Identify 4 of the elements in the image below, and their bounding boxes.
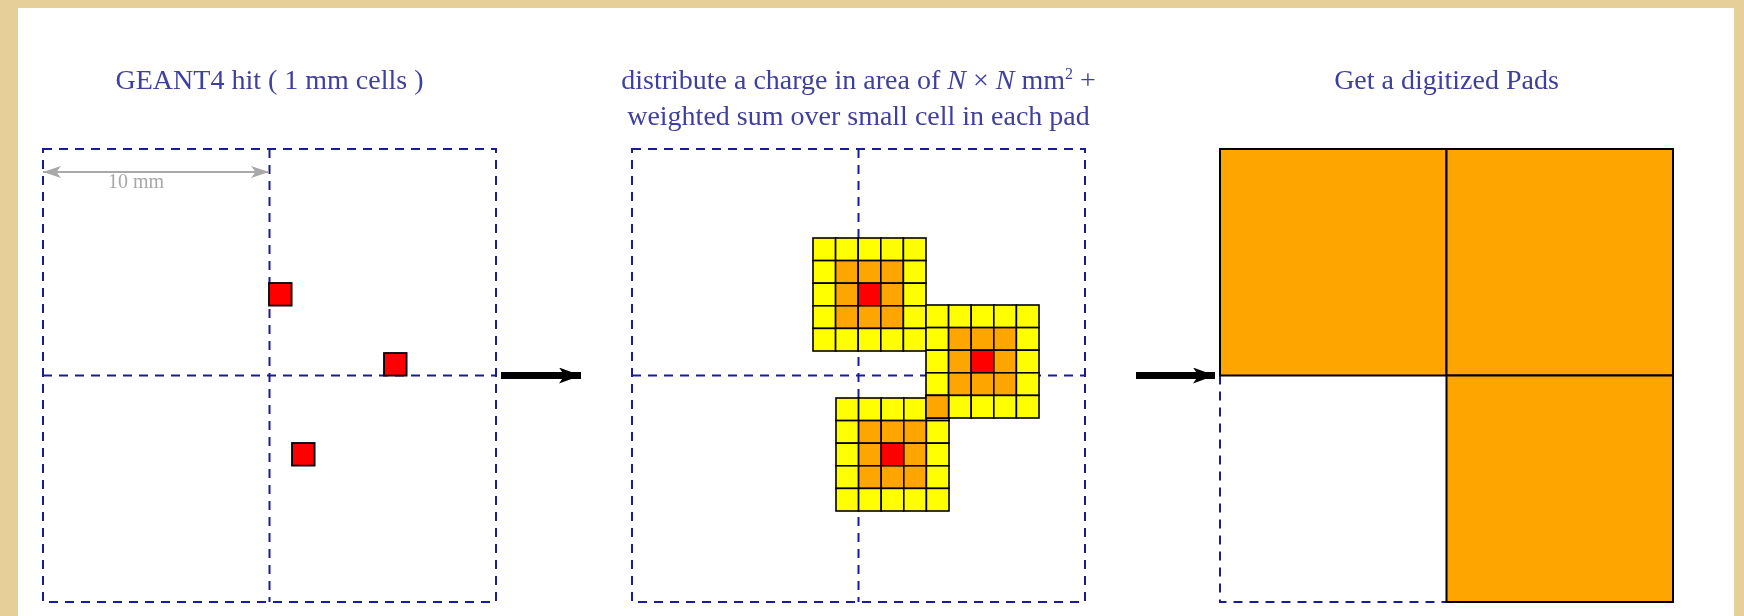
panel-title: Get a digitized Pads (1333, 63, 1560, 97)
dimension-label: 10 mm (108, 170, 165, 193)
panel-title: GEANT4 hit ( 1 mm cells ) (114, 63, 425, 97)
panel-title: distribute a charge in area of N × N mm$^{2}$ + weighted sum over small cell in each pad (620, 63, 1097, 133)
